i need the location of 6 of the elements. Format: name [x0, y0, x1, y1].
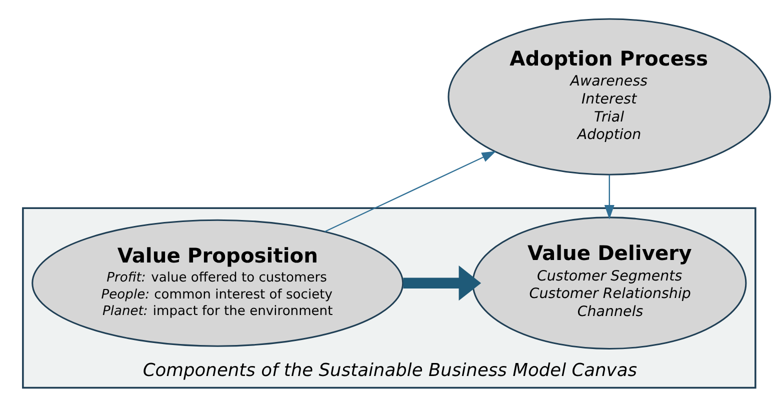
- arrow: [324, 150, 496, 232]
- node-ellipse: Value Delivery Customer Segments Customer Relationship Channels: [472, 216, 747, 350]
- node-ellipse: Value Proposition Profit: value offered to customers People: common interest of society Planet: impact for the environment: [32, 218, 404, 346]
- arrow: [403, 265, 482, 300]
- arrow: [604, 174, 614, 219]
- node-ellipse: Adoption Process Awareness Interest Trial Adoption: [448, 18, 772, 175]
